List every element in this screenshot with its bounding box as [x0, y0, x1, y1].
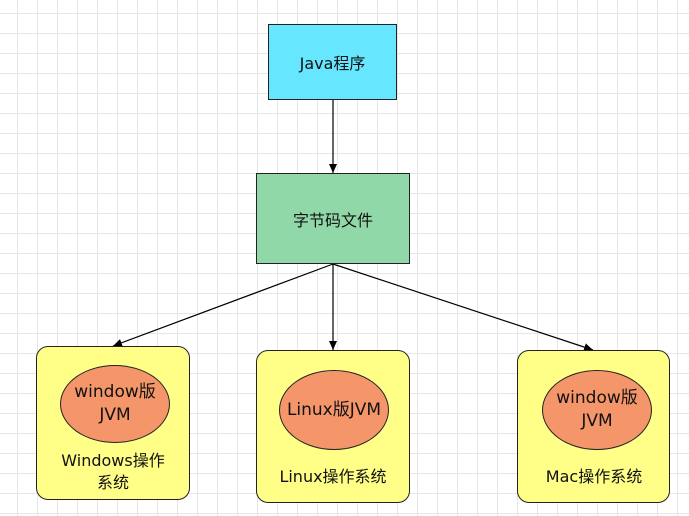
- linux-os-label: Linux操作系统: [279, 467, 387, 486]
- java-program-node: Java程序: [268, 24, 397, 100]
- windows-jvm-label: window版JVM: [74, 382, 156, 425]
- mac-jvm-label: window版JVM: [556, 388, 638, 431]
- mac-os-label: Mac操作系统: [545, 467, 643, 486]
- windows-jvm-node: window版JVM: [60, 365, 170, 443]
- bytecode-file-node: 字节码文件: [256, 173, 410, 264]
- windows-os-label: Windows操作系统: [61, 451, 165, 493]
- edge-bytecode-to-mac: [332, 263, 594, 351]
- bytecode-file-label: 字节码文件: [292, 210, 373, 230]
- linux-jvm-node: Linux版JVM: [279, 370, 389, 450]
- java-program-label: Java程序: [299, 54, 366, 73]
- edge-bytecode-to-windows: [112, 263, 334, 347]
- linux-jvm-label: Linux版JVM: [286, 399, 382, 420]
- mac-jvm-node: window版JVM: [542, 370, 652, 450]
